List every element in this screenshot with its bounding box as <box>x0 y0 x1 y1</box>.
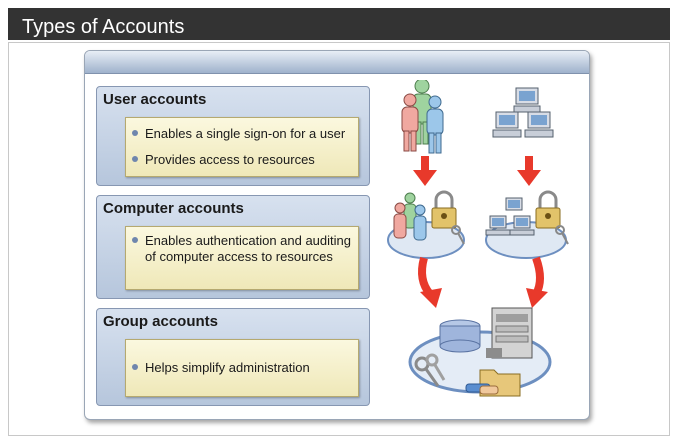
slide-header-bar <box>85 51 589 74</box>
user-accounts-details: Enables a single sign-on for a user Prov… <box>125 117 359 177</box>
group-accounts-details: Helps simplify administration <box>125 339 359 397</box>
users-icon <box>401 80 444 154</box>
arrow-icon <box>413 156 541 186</box>
bullet-item: Provides access to resources <box>132 152 315 168</box>
bullet-item: Helps simplify administration <box>132 360 310 376</box>
title-bar: Types of Accounts <box>8 8 670 40</box>
curved-arrow-icon <box>418 256 548 308</box>
computer-accounts-details: Enables authentication and auditing of c… <box>125 226 359 290</box>
database-icon <box>439 319 481 353</box>
panel-group-accounts: Group accounts Helps simplify administra… <box>96 308 370 406</box>
bullet-dot-icon <box>132 155 138 162</box>
computers-with-padlock-icon <box>485 190 569 259</box>
panel-user-accounts: User accounts Enables a single sign-on f… <box>96 86 370 186</box>
panel-title-computer-accounts: Computer accounts <box>103 200 244 217</box>
bullet-dot-icon <box>132 129 138 136</box>
bullet-dot-icon <box>132 363 138 370</box>
users-with-padlock-icon <box>387 190 465 259</box>
accounts-illustration <box>387 80 569 397</box>
computers-icon <box>492 87 554 138</box>
page-title: Types of Accounts <box>22 16 185 38</box>
keys-icon <box>414 353 446 387</box>
panel-title-user-accounts: User accounts <box>103 91 207 108</box>
server-icon <box>486 307 533 359</box>
bullet-item: Enables a single sign-on for a user <box>132 126 345 142</box>
panel-computer-accounts: Computer accounts Enables authentication… <box>96 195 370 299</box>
bullet-dot-icon <box>132 236 138 243</box>
bullet-item: Enables authentication and auditing of c… <box>132 233 363 265</box>
handshake-icon <box>465 383 499 395</box>
panel-title-group-accounts: Group accounts <box>103 313 219 330</box>
